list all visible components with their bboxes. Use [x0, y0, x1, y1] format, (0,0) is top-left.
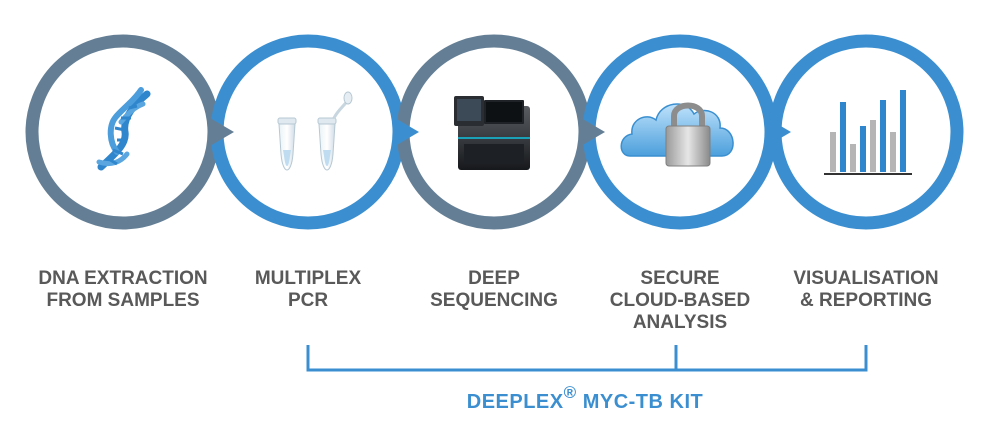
icon-bar — [830, 132, 836, 172]
step-label-cloud-analysis: SECURE CLOUD-BASED ANALYSIS — [610, 268, 750, 333]
icon-bar — [850, 144, 856, 172]
arrow-icon — [210, 118, 234, 146]
kit-bracket — [306, 345, 868, 372]
icon-bar — [880, 100, 886, 172]
dna-helix-icon — [96, 87, 151, 171]
kit-name: DEEPLEX — [467, 391, 564, 413]
arrow-icon — [581, 118, 605, 146]
svg-text:SEQUENCING: SEQUENCING — [430, 290, 558, 311]
arrow-icon — [767, 118, 791, 146]
kit-label: DEEPLEX® MYC-TB KIT — [467, 383, 703, 413]
step-ring-multiplex-pcr — [210, 34, 406, 230]
svg-text:& REPORTING: & REPORTING — [800, 290, 932, 311]
pcr-tubes-icon — [277, 91, 353, 171]
icon-bar — [890, 132, 896, 172]
sequencer-icon — [454, 96, 530, 170]
arrow-icon — [395, 118, 419, 146]
step-label-deep-sequencing: DEEP SEQUENCING — [430, 268, 558, 311]
cloud-lock-icon — [620, 102, 734, 167]
svg-text:PCR: PCR — [288, 290, 328, 311]
kit-suffix: MYC-TB KIT — [577, 391, 704, 413]
svg-text:DNA EXTRACTION: DNA EXTRACTION — [38, 268, 207, 289]
icon-bar — [870, 120, 876, 172]
icon-bar — [860, 126, 866, 172]
svg-text:CLOUD-BASED: CLOUD-BASED — [610, 290, 750, 311]
bar-chart-icon — [824, 90, 912, 175]
svg-text:FROM SAMPLES: FROM SAMPLES — [46, 290, 199, 311]
svg-text:SECURE: SECURE — [640, 268, 719, 289]
step-label-dna-extraction: DNA EXTRACTION FROM SAMPLES — [38, 268, 207, 311]
icon-bar — [840, 102, 846, 172]
svg-text:VISUALISATION: VISUALISATION — [793, 268, 938, 289]
step-label-multiplex-pcr: MULTIPLEX PCR — [255, 268, 362, 311]
registered-mark: ® — [564, 383, 577, 402]
svg-text:DEEP: DEEP — [468, 268, 520, 289]
icon-bar — [900, 90, 906, 172]
svg-text:ANALYSIS: ANALYSIS — [633, 312, 727, 333]
svg-text:MULTIPLEX: MULTIPLEX — [255, 268, 362, 289]
step-label-reporting: VISUALISATION & REPORTING — [793, 268, 938, 311]
